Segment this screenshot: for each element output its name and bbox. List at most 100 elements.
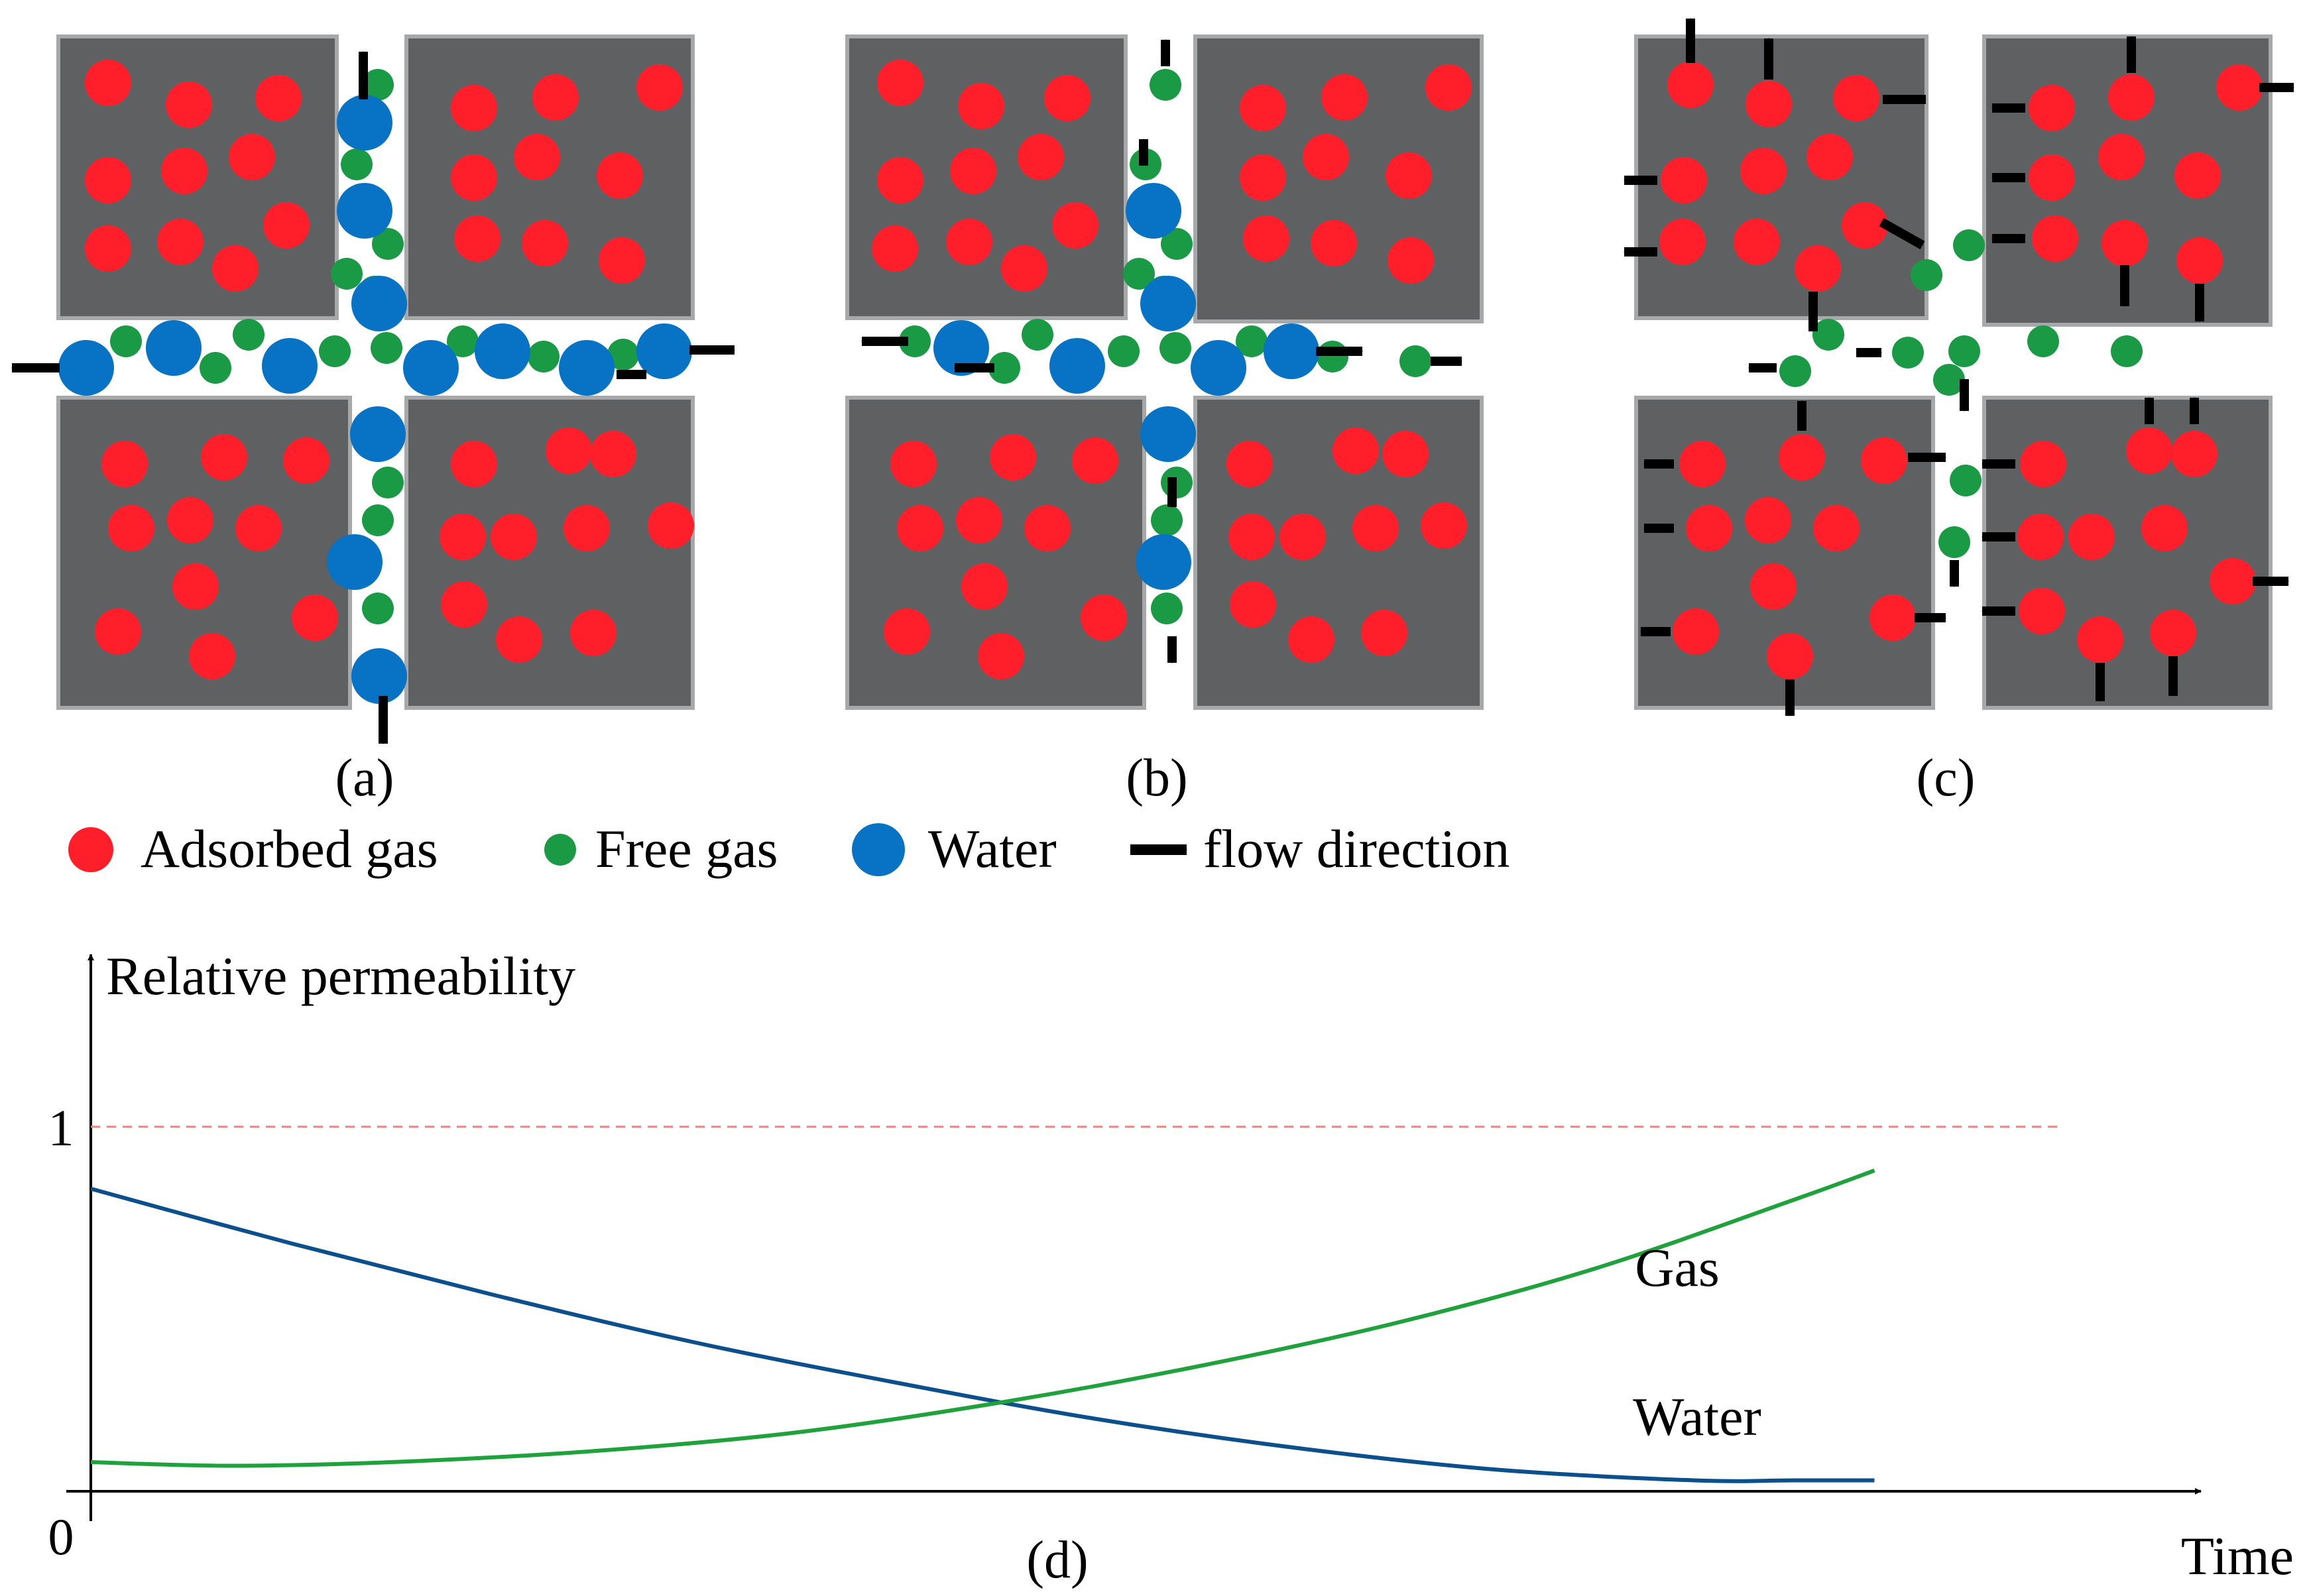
adsorbed-gas-particle bbox=[1659, 219, 1706, 265]
adsorbed-gas-particle bbox=[890, 441, 937, 487]
adsorbed-gas-particle bbox=[1303, 134, 1349, 180]
adsorbed-gas-particle bbox=[1421, 502, 1467, 549]
water-particle bbox=[933, 320, 989, 376]
water-particle bbox=[327, 534, 383, 590]
legend-free-swatch bbox=[544, 834, 576, 866]
adsorbed-gas-particle bbox=[2102, 220, 2148, 266]
free-gas-particle bbox=[1950, 465, 1982, 496]
adsorbed-gas-particle bbox=[85, 60, 131, 106]
adsorbed-gas-particle bbox=[1052, 202, 1098, 249]
adsorbed-gas-particle bbox=[85, 225, 131, 272]
water-particle bbox=[1140, 406, 1196, 462]
water-particle bbox=[146, 320, 202, 376]
adsorbed-gas-particle bbox=[1352, 505, 1399, 551]
adsorbed-gas-particle bbox=[570, 610, 617, 656]
adsorbed-gas-particle bbox=[1734, 219, 1780, 265]
adsorbed-gas-particle bbox=[1673, 608, 1719, 655]
free-gas-particle bbox=[362, 69, 394, 101]
free-gas-particle bbox=[319, 335, 351, 367]
free-gas-particle bbox=[362, 593, 394, 624]
panel-c-diagram bbox=[1624, 18, 2294, 716]
adsorbed-gas-particle bbox=[1288, 616, 1334, 663]
free-gas-particle bbox=[331, 258, 363, 290]
free-gas-particle bbox=[1892, 337, 1924, 369]
free-gas-particle bbox=[1151, 504, 1183, 536]
adsorbed-gas-particle bbox=[1321, 74, 1368, 121]
adsorbed-gas-particle bbox=[441, 581, 487, 628]
free-gas-particle bbox=[1159, 332, 1191, 364]
free-gas-particle bbox=[1151, 593, 1183, 624]
adsorbed-gas-particle bbox=[496, 616, 542, 663]
water-particle bbox=[636, 323, 692, 379]
adsorbed-gas-particle bbox=[2077, 616, 2123, 663]
free-gas-particle bbox=[1022, 319, 1053, 351]
adsorbed-gas-particle bbox=[648, 502, 694, 549]
adsorbed-gas-particle bbox=[1745, 497, 1791, 543]
adsorbed-gas-particle bbox=[1746, 81, 1792, 127]
adsorbed-gas-particle bbox=[950, 148, 996, 194]
free-gas-particle bbox=[528, 341, 560, 372]
adsorbed-gas-particle bbox=[1382, 431, 1429, 477]
adsorbed-gas-particle bbox=[212, 245, 259, 292]
adsorbed-gas-particle bbox=[1767, 633, 1813, 679]
legend-flow-label: flow direction bbox=[1203, 819, 1510, 879]
adsorbed-gas-particle bbox=[451, 154, 497, 201]
water-particle bbox=[1126, 183, 1181, 239]
free-gas-particle bbox=[233, 319, 265, 351]
adsorbed-gas-particle bbox=[2020, 441, 2066, 487]
adsorbed-gas-particle bbox=[1240, 85, 1286, 131]
water-particle bbox=[475, 323, 530, 379]
adsorbed-gas-particle bbox=[167, 497, 213, 543]
adsorbed-gas-particle bbox=[1813, 505, 1860, 551]
adsorbed-gas-particle bbox=[1001, 245, 1047, 292]
adsorbed-gas-particle bbox=[451, 441, 497, 487]
adsorbed-gas-particle bbox=[108, 505, 154, 551]
adsorbed-gas-particle bbox=[636, 64, 683, 111]
free-gas-particle bbox=[1399, 345, 1431, 377]
adsorbed-gas-particle bbox=[2098, 134, 2145, 180]
water-particle bbox=[1264, 323, 1319, 379]
adsorbed-gas-particle bbox=[1425, 64, 1472, 111]
panel-label-d: (d) bbox=[1026, 1531, 1088, 1589]
adsorbed-gas-particle bbox=[1686, 505, 1732, 551]
adsorbed-gas-particle bbox=[166, 82, 212, 128]
y-axis-label: Relative permeability bbox=[106, 946, 575, 1006]
adsorbed-gas-particle bbox=[1018, 134, 1064, 180]
relative-permeability-chart: Relative permeability Time 0 1 Gas Water… bbox=[48, 946, 2294, 1589]
adsorbed-gas-particle bbox=[2029, 85, 2075, 131]
water-particle bbox=[262, 338, 318, 394]
free-gas-particle bbox=[607, 339, 639, 370]
free-gas-particle bbox=[1779, 355, 1811, 387]
adsorbed-gas-particle bbox=[2126, 428, 2172, 474]
adsorbed-gas-particle bbox=[1311, 220, 1357, 266]
free-gas-particle bbox=[1948, 335, 1980, 367]
free-gas-particle bbox=[2027, 325, 2059, 357]
adsorbed-gas-particle bbox=[961, 563, 1008, 610]
adsorbed-gas-particle bbox=[1833, 75, 1879, 121]
gas-series-label: Gas bbox=[1635, 1237, 1720, 1298]
adsorbed-gas-particle bbox=[1861, 437, 1907, 484]
adsorbed-gas-particle bbox=[1388, 237, 1434, 284]
adsorbed-gas-particle bbox=[454, 215, 501, 262]
free-gas-particle bbox=[1933, 364, 1965, 396]
adsorbed-gas-particle bbox=[2141, 505, 2188, 551]
free-gas-particle bbox=[1938, 526, 1970, 558]
free-gas-particle bbox=[1108, 335, 1140, 367]
water-particle bbox=[1049, 338, 1105, 394]
adsorbed-gas-particle bbox=[1044, 75, 1091, 121]
free-gas-particle bbox=[200, 352, 231, 384]
adsorbed-gas-particle bbox=[897, 505, 943, 551]
water-particle bbox=[337, 95, 392, 150]
adsorbed-gas-particle bbox=[958, 83, 1004, 129]
adsorbed-gas-particle bbox=[283, 437, 329, 484]
adsorbed-gas-particle bbox=[1228, 514, 1275, 560]
free-gas-particle bbox=[447, 325, 479, 357]
adsorbed-gas-particle bbox=[1072, 437, 1118, 484]
adsorbed-gas-particle bbox=[2068, 514, 2115, 560]
adsorbed-gas-particle bbox=[101, 441, 148, 487]
adsorbed-gas-particle bbox=[1361, 610, 1407, 656]
adsorbed-gas-particle bbox=[2019, 588, 2065, 634]
free-gas-particle bbox=[1953, 229, 1985, 261]
adsorbed-gas-particle bbox=[1661, 157, 1707, 203]
